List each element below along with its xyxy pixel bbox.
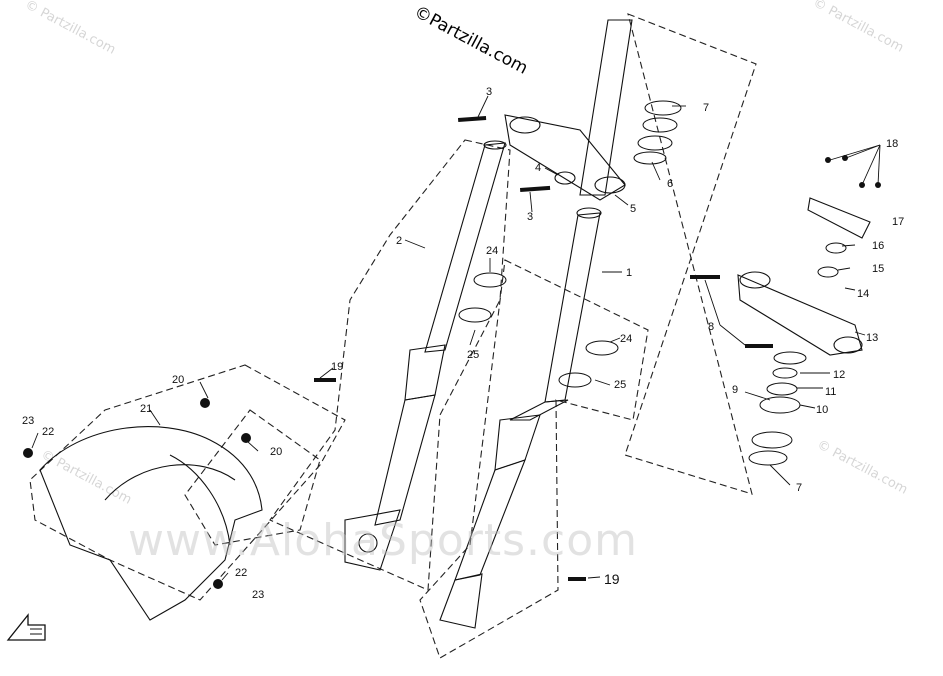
callout-5: 5 (630, 203, 636, 215)
callout-22-bottom: 22 (235, 567, 247, 579)
callout-14: 14 (857, 288, 869, 300)
callout-25-top: 25 (467, 349, 479, 361)
callout-17: 17 (892, 216, 904, 228)
callout-7-top: 7 (703, 102, 709, 114)
callout-7-bottom: 7 (796, 482, 802, 494)
callout-8: 8 (708, 321, 714, 333)
callout-2: 2 (396, 235, 402, 247)
callout-23-left: 23 (22, 415, 34, 427)
left-fork-tube (344, 140, 507, 571)
callout-22-left: 22 (42, 426, 54, 438)
fender-bracket-outline (184, 409, 321, 546)
right-fork-tube (439, 207, 602, 629)
upper-bracket (737, 197, 871, 356)
callout-19-top: 19 (331, 361, 343, 373)
right-fork-group-outline (419, 259, 649, 659)
callout-11: 11 (825, 386, 836, 398)
callout-20-top: 20 (172, 374, 184, 386)
callout-9: 9 (732, 384, 738, 396)
steering-stem-group-outline (624, 13, 757, 495)
front-fender (39, 426, 263, 621)
callout-24-right: 24 (620, 333, 632, 345)
callout-1: 1 (626, 267, 632, 279)
callout-3-bottom: 3 (527, 211, 533, 223)
callout-19-bottom: 19 (604, 571, 620, 587)
leader-lines (31, 95, 881, 581)
front-direction-arrow-icon (6, 613, 46, 641)
callout-23-bottom: 23 (252, 589, 264, 601)
callout-12: 12 (833, 369, 845, 381)
lower-bracket-stem (504, 19, 633, 201)
callout-24-top: 24 (486, 245, 498, 257)
left-fork-group-outline (269, 139, 511, 591)
callout-10: 10 (816, 404, 828, 416)
callout-21: 21 (140, 403, 152, 415)
callout-4: 4 (535, 162, 541, 174)
callout-labels: 1 2 3 3 4 5 6 7 7 8 9 10 11 12 13 14 15 … (22, 86, 904, 601)
bearing-rings (458, 100, 847, 466)
callout-3-top: 3 (486, 86, 492, 98)
callout-18: 18 (886, 138, 898, 150)
callout-6: 6 (667, 178, 673, 190)
callout-16: 16 (872, 240, 884, 252)
callout-15: 15 (872, 263, 884, 275)
dealer-watermark: www.AlohaSports.com (128, 515, 639, 566)
callout-25-right: 25 (614, 379, 626, 391)
callout-20-bottom: 20 (270, 446, 282, 458)
callout-13: 13 (866, 332, 878, 344)
